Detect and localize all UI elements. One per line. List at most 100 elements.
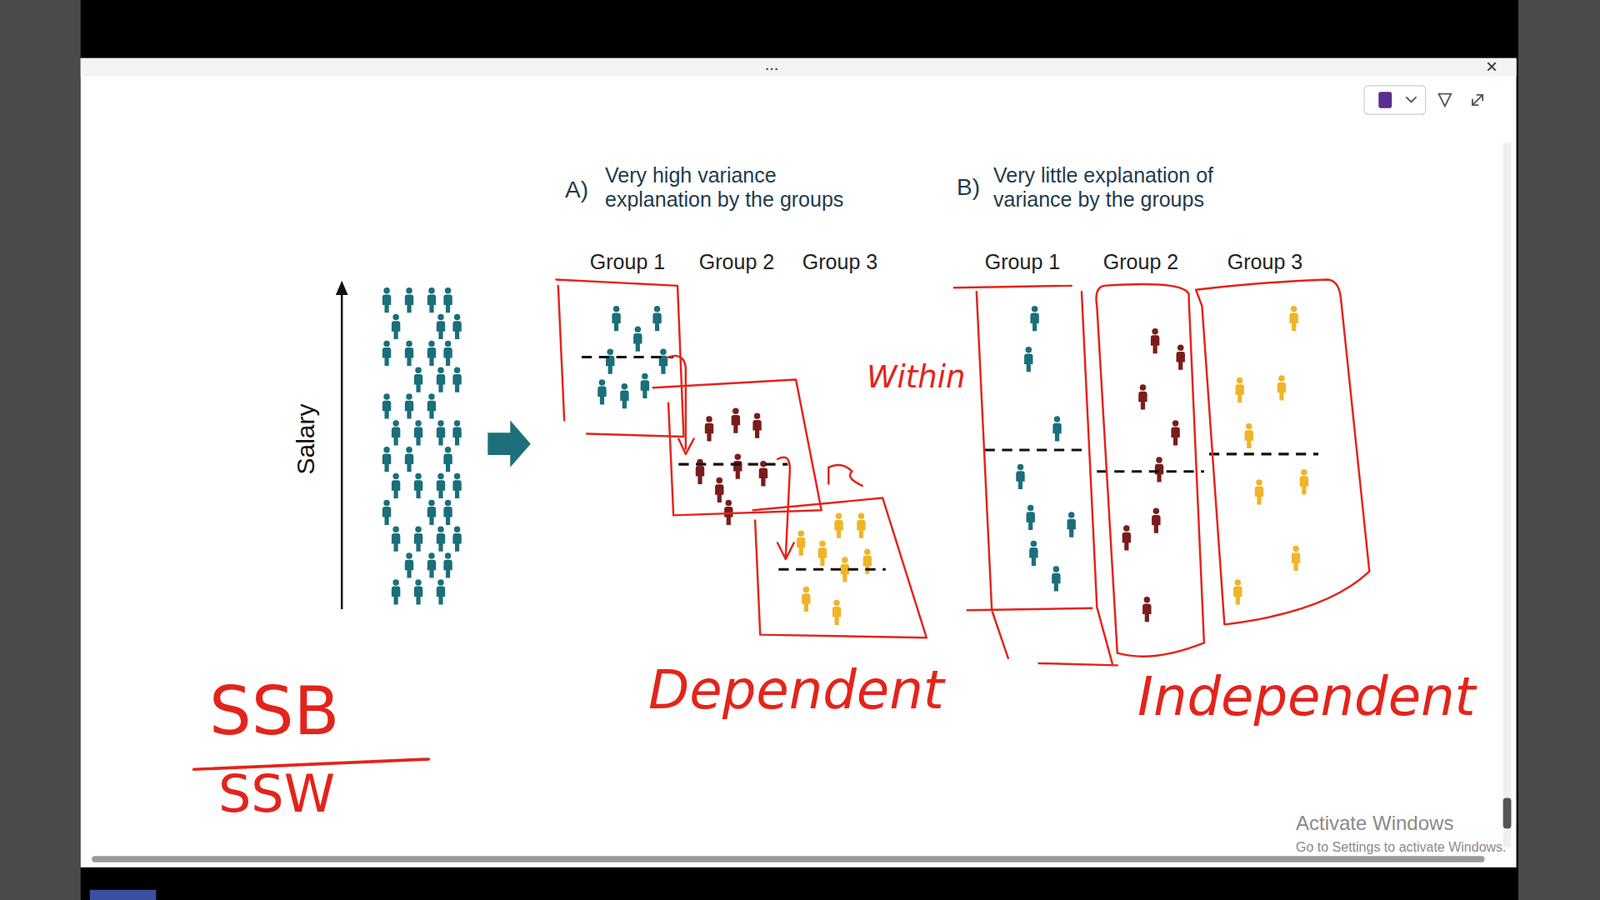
person-icon xyxy=(1255,479,1264,505)
person-body xyxy=(1233,586,1242,605)
person-icon xyxy=(414,473,423,499)
person-head xyxy=(1153,507,1160,514)
person-body xyxy=(611,312,620,331)
person-head xyxy=(641,373,648,380)
person-body xyxy=(427,347,436,366)
person-icon xyxy=(1176,345,1185,370)
person-icon xyxy=(1051,565,1060,591)
person-head xyxy=(1290,305,1297,312)
person-head xyxy=(754,413,760,420)
person-head xyxy=(437,314,444,320)
person-head xyxy=(1255,479,1262,485)
person-icon xyxy=(443,287,452,313)
person-icon xyxy=(752,413,761,439)
person-body xyxy=(715,484,724,503)
person-body xyxy=(1235,384,1245,403)
person-head xyxy=(428,393,435,400)
person-head xyxy=(392,314,399,320)
group-heading: Group 1 xyxy=(985,250,1060,275)
person-icon xyxy=(834,513,843,539)
person-head xyxy=(735,454,741,460)
person-icon xyxy=(436,525,445,551)
person-icon xyxy=(391,579,400,605)
person-head xyxy=(392,473,399,480)
person-icon xyxy=(436,579,445,605)
person-head xyxy=(405,287,412,294)
person-icon xyxy=(414,366,423,392)
group-heading: Group 1 xyxy=(590,250,665,275)
person-body xyxy=(382,400,391,420)
person-head xyxy=(1300,469,1307,475)
person-body xyxy=(731,415,740,434)
handwritten-note: Independent xyxy=(1137,666,1476,729)
panel-letter: A) xyxy=(565,176,589,204)
person-icon xyxy=(1015,464,1025,490)
person-icon xyxy=(1122,525,1131,550)
person-head xyxy=(428,340,435,347)
person-icon xyxy=(405,552,414,578)
person-icon xyxy=(452,314,461,340)
person-head xyxy=(445,446,451,453)
person-body xyxy=(1138,391,1147,410)
mean-line xyxy=(778,568,886,571)
person-head xyxy=(392,579,399,585)
person-head xyxy=(415,420,421,426)
person-body xyxy=(436,320,445,340)
person-icon xyxy=(733,454,742,480)
person-head xyxy=(1027,505,1034,511)
person-head xyxy=(392,525,399,532)
person-icon xyxy=(1030,305,1039,331)
person-icon xyxy=(452,525,461,551)
group-box xyxy=(653,380,822,516)
person-icon xyxy=(1291,545,1300,571)
person-body xyxy=(382,294,391,313)
person-head xyxy=(864,548,870,555)
person-body xyxy=(1277,382,1286,401)
person-body xyxy=(659,355,668,375)
person-head xyxy=(454,366,460,373)
person-head xyxy=(454,473,460,480)
person-icon xyxy=(443,446,452,472)
person-body xyxy=(605,355,615,375)
person-head xyxy=(437,473,444,480)
scroll-thumb xyxy=(1503,798,1512,830)
person-body xyxy=(443,347,452,366)
panel-letter: B) xyxy=(956,174,980,201)
person-icon xyxy=(1024,346,1033,372)
person-head xyxy=(445,500,451,506)
person-head xyxy=(725,500,732,506)
person-icon xyxy=(1233,579,1242,605)
person-icon xyxy=(427,393,436,419)
person-head xyxy=(405,552,412,559)
person-icon xyxy=(611,305,620,331)
person-body xyxy=(1176,351,1185,370)
person-body xyxy=(414,586,423,605)
person-body xyxy=(1030,312,1039,331)
person-icon xyxy=(382,393,391,419)
person-body xyxy=(1029,547,1038,566)
person-body xyxy=(1255,486,1264,505)
person-head xyxy=(1031,305,1038,312)
person-icon xyxy=(633,325,642,351)
person-icon xyxy=(452,366,461,392)
person-body xyxy=(443,560,452,579)
person-icon xyxy=(840,556,850,582)
person-head xyxy=(1123,525,1130,531)
person-head xyxy=(428,552,435,559)
hand-arrow xyxy=(668,355,695,455)
person-body xyxy=(405,400,414,420)
person-head xyxy=(383,340,390,347)
person-body xyxy=(832,606,841,625)
person-body xyxy=(620,390,629,409)
person-head xyxy=(1292,545,1299,552)
person-body xyxy=(391,586,400,605)
person-head xyxy=(1054,415,1060,422)
person-body xyxy=(1122,532,1131,551)
person-head xyxy=(1151,328,1158,335)
person-icon xyxy=(405,446,414,472)
person-icon xyxy=(427,552,436,578)
person-icon xyxy=(427,340,436,366)
person-head xyxy=(454,525,460,532)
expand-icon xyxy=(1472,95,1483,105)
